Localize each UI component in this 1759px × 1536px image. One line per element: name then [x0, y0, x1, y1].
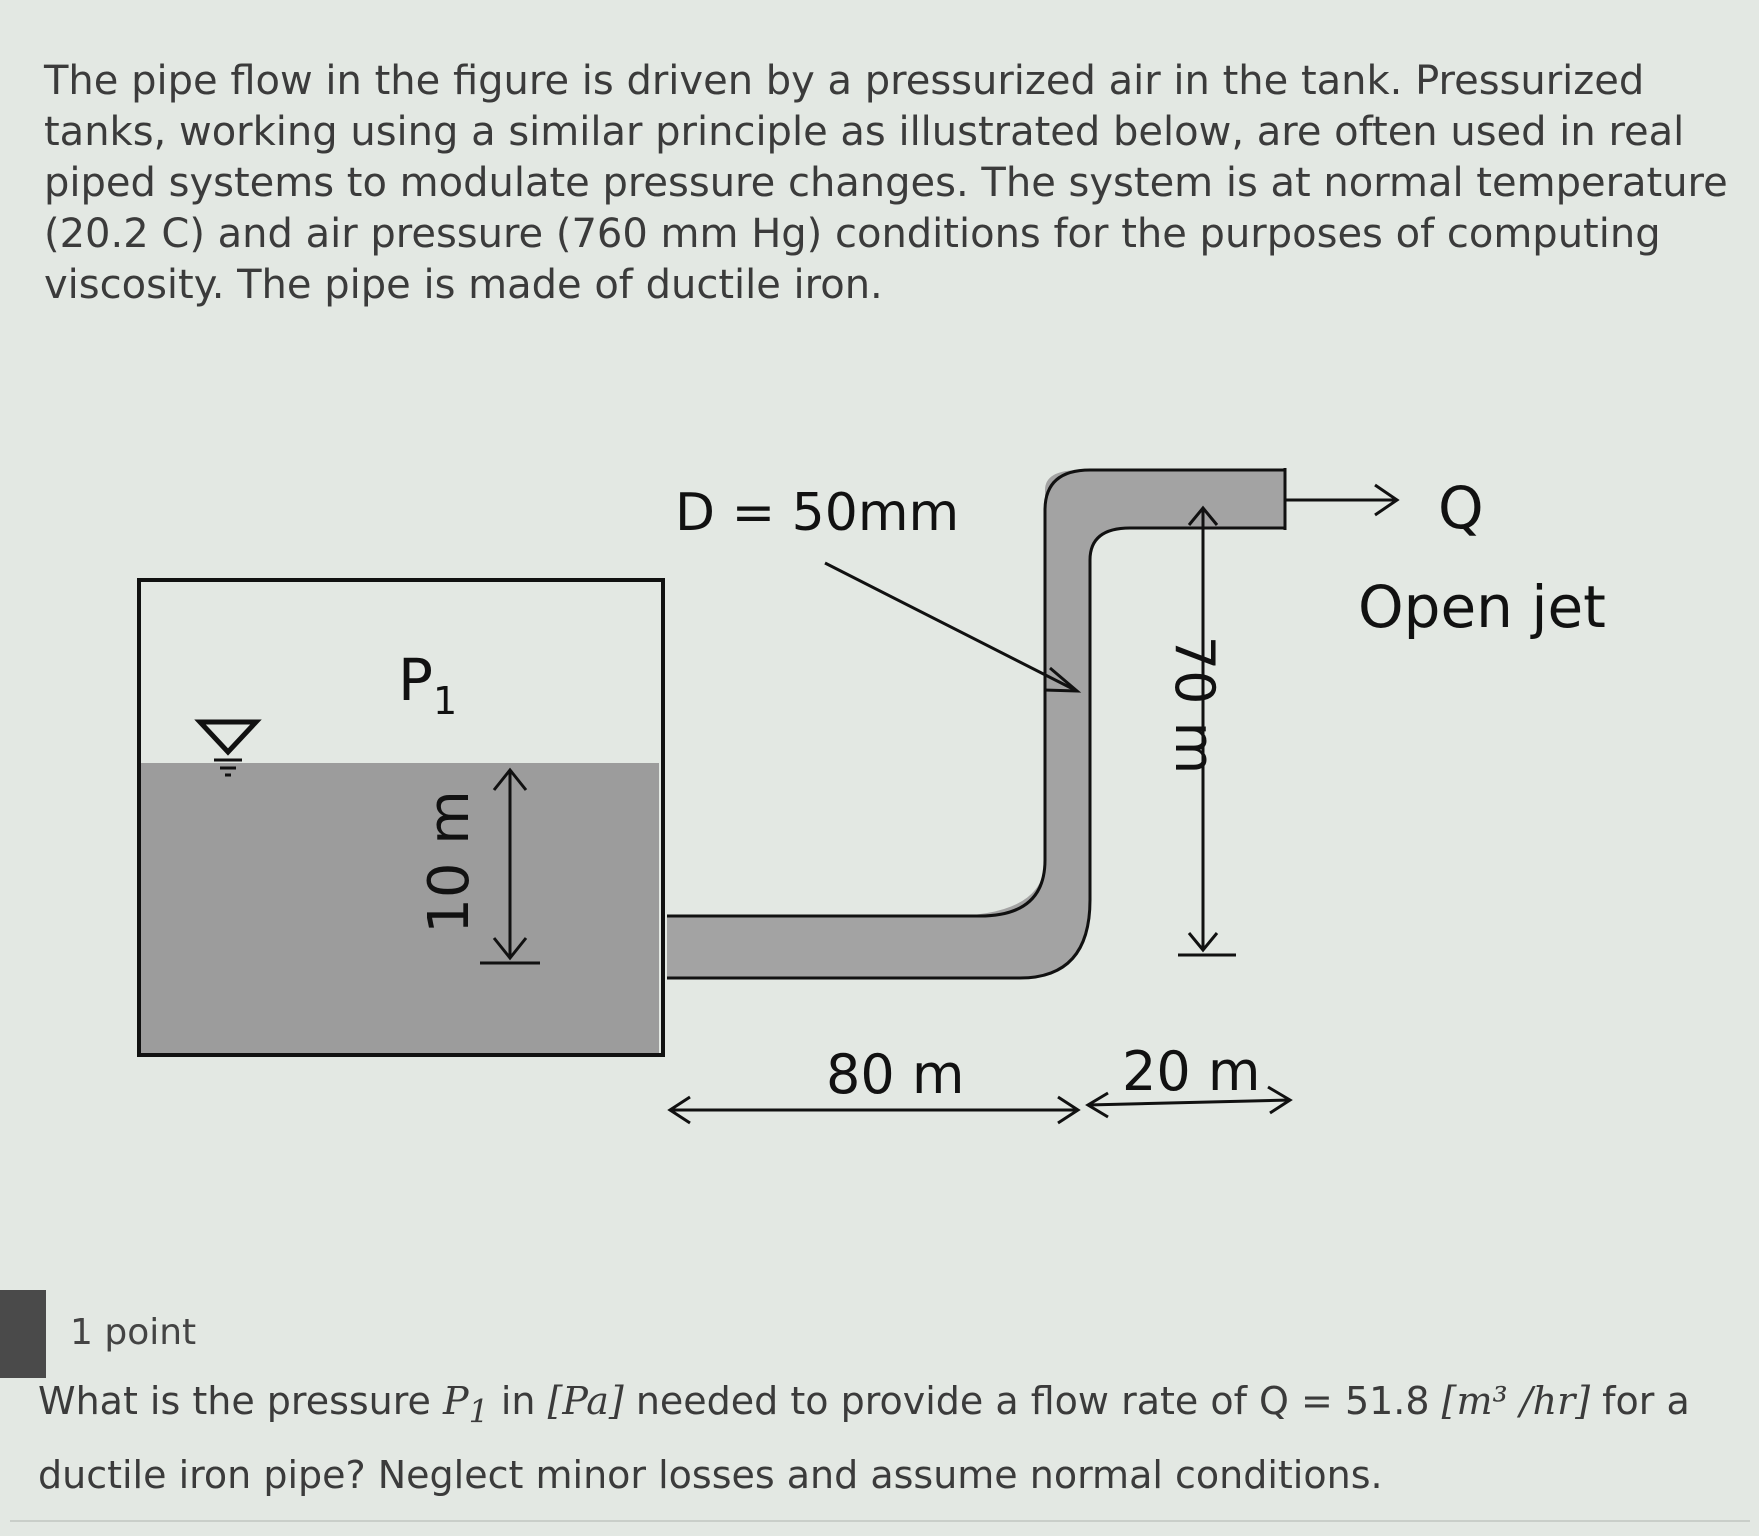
pipe-outer-wall [667, 526, 1285, 980]
pipe-inner-wall [667, 468, 1285, 918]
flow-arrow [1285, 483, 1400, 517]
horizontal-pipe [667, 916, 947, 978]
horizontal-length-dimension [667, 1095, 1081, 1125]
rise-label: 70 m [1163, 636, 1226, 774]
water-depth-label: 10 m [417, 790, 482, 934]
flow-unit: [m³ /hr] [1441, 1379, 1591, 1423]
rise-dimension [1178, 505, 1236, 957]
pipe-system-figure: P1 10 m D = 50mm 70 m Q Open jet 80 m [137, 468, 1606, 1125]
question-text: What is the pressure P1 in [Pa] needed t… [38, 1379, 1690, 1497]
problem-intro: The pipe flow in the figure is driven by… [44, 58, 1728, 308]
flow-label: Q [1438, 474, 1484, 542]
tank-water [139, 763, 659, 1053]
water-depth-dimension [480, 767, 540, 965]
pressure-unit: [Pa] [547, 1379, 624, 1423]
diameter-leader-arrow [824, 561, 1082, 693]
question-points: 1 point [70, 1312, 197, 1353]
second-length-dimension [1085, 1085, 1293, 1119]
open-jet-label: Open jet [1358, 573, 1606, 641]
vertical-pipe [947, 470, 1285, 978]
pressure-symbol: P1 [443, 1379, 489, 1431]
pressure-label: P1 [398, 646, 457, 723]
diameter-label: D = 50mm [675, 483, 959, 543]
tank [137, 578, 665, 1057]
answer-area-divider [10, 1520, 1750, 1522]
second-length-label: 20 m [1122, 1040, 1260, 1103]
free-surface-icon [194, 719, 262, 777]
question-marker [0, 1290, 46, 1378]
horizontal-length-label: 80 m [826, 1043, 964, 1106]
